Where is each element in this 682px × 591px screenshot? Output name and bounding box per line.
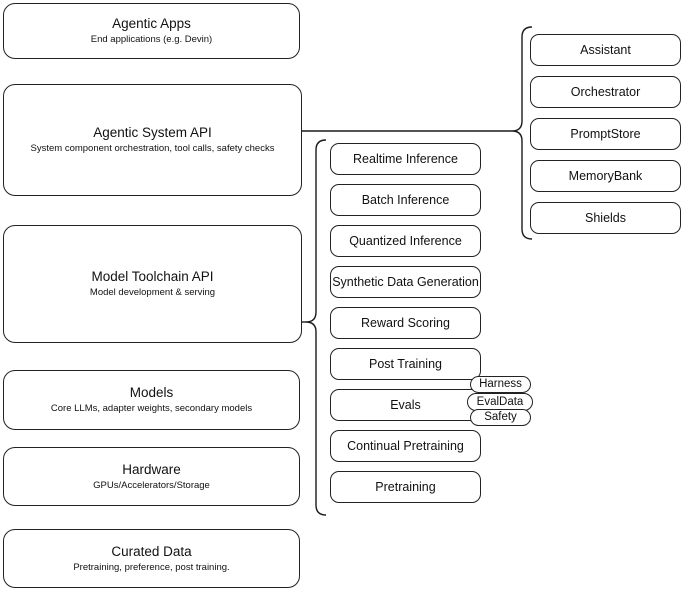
layer-title: Curated Data — [111, 543, 192, 559]
system-item-assistant[interactable]: Assistant — [530, 34, 681, 66]
eval-pill-evaldata[interactable]: EvalData — [467, 393, 533, 411]
system-item-orchestrator[interactable]: Orchestrator — [530, 76, 681, 108]
layer-subtitle: Pretraining, preference, post training. — [73, 561, 230, 573]
toolchain-item-label: Reward Scoring — [361, 315, 450, 330]
toolchain-item-label: Continual Pretraining — [347, 438, 464, 453]
system-item-promptstore[interactable]: PromptStore — [530, 118, 681, 150]
toolchain-item-evals[interactable]: Evals — [330, 389, 481, 421]
eval-pill-label: EvalData — [476, 395, 524, 408]
layer-box-agentic-system-api[interactable]: Agentic System API System component orche… — [3, 84, 302, 196]
toolchain-item-label: Synthetic Data Generation — [332, 274, 479, 289]
toolchain-item-continual-pretraining[interactable]: Continual Pretraining — [330, 430, 481, 462]
system-item-label: Assistant — [580, 42, 631, 57]
toolchain-item-quantized-inference[interactable]: Quantized Inference — [330, 225, 481, 257]
eval-pill-harness[interactable]: Harness — [470, 376, 531, 393]
eval-pill-safety[interactable]: Safety — [470, 409, 531, 426]
layer-subtitle: End applications (e.g. Devin) — [90, 34, 213, 45]
toolchain-item-label: Evals — [390, 397, 421, 412]
toolchain-item-label: Pretraining — [375, 479, 436, 494]
layer-box-model-toolchain-api[interactable]: Model Toolchain API Model development & s… — [3, 225, 302, 343]
brace-system-components — [511, 26, 533, 240]
system-item-label: Shields — [585, 210, 626, 225]
toolchain-item-label: Quantized Inference — [349, 233, 462, 248]
toolchain-item-post-training[interactable]: Post Training — [330, 348, 481, 380]
layer-title: Agentic System API — [93, 125, 212, 140]
layer-title: Hardware — [122, 461, 181, 477]
system-item-label: Orchestrator — [570, 84, 641, 99]
eval-pill-label: Harness — [479, 378, 522, 390]
toolchain-item-batch-inference[interactable]: Batch Inference — [330, 184, 481, 216]
toolchain-item-label: Batch Inference — [361, 192, 450, 207]
layer-title: Models — [129, 385, 174, 400]
toolchain-item-label: Post Training — [369, 356, 442, 371]
layer-title: Agentic Apps — [112, 16, 191, 31]
brace-toolchain-components — [305, 139, 327, 516]
system-item-memorybank[interactable]: MemoryBank — [530, 160, 681, 192]
toolchain-item-pretraining[interactable]: Pretraining — [330, 471, 481, 503]
toolchain-item-label: Realtime Inference — [353, 151, 458, 166]
toolchain-item-reward-scoring[interactable]: Reward Scoring — [330, 307, 481, 339]
eval-pill-label: Safety — [484, 411, 517, 423]
layer-title: Model Toolchain API — [91, 269, 214, 284]
toolchain-item-realtime-inference[interactable]: Realtime Inference — [330, 143, 481, 175]
layer-subtitle: Model development & serving — [89, 287, 216, 298]
toolchain-item-synthetic-data-generation[interactable]: Synthetic Data Generation — [330, 266, 481, 298]
layer-subtitle: GPUs/Accelerators/Storage — [93, 479, 210, 491]
layer-subtitle: Core LLMs, adapter weights, secondary mo… — [50, 403, 253, 414]
layer-subtitle: System component orchestration, tool cal… — [30, 143, 275, 154]
system-item-label: PromptStore — [570, 126, 641, 141]
system-item-shields[interactable]: Shields — [530, 202, 681, 234]
system-item-label: MemoryBank — [568, 168, 643, 183]
